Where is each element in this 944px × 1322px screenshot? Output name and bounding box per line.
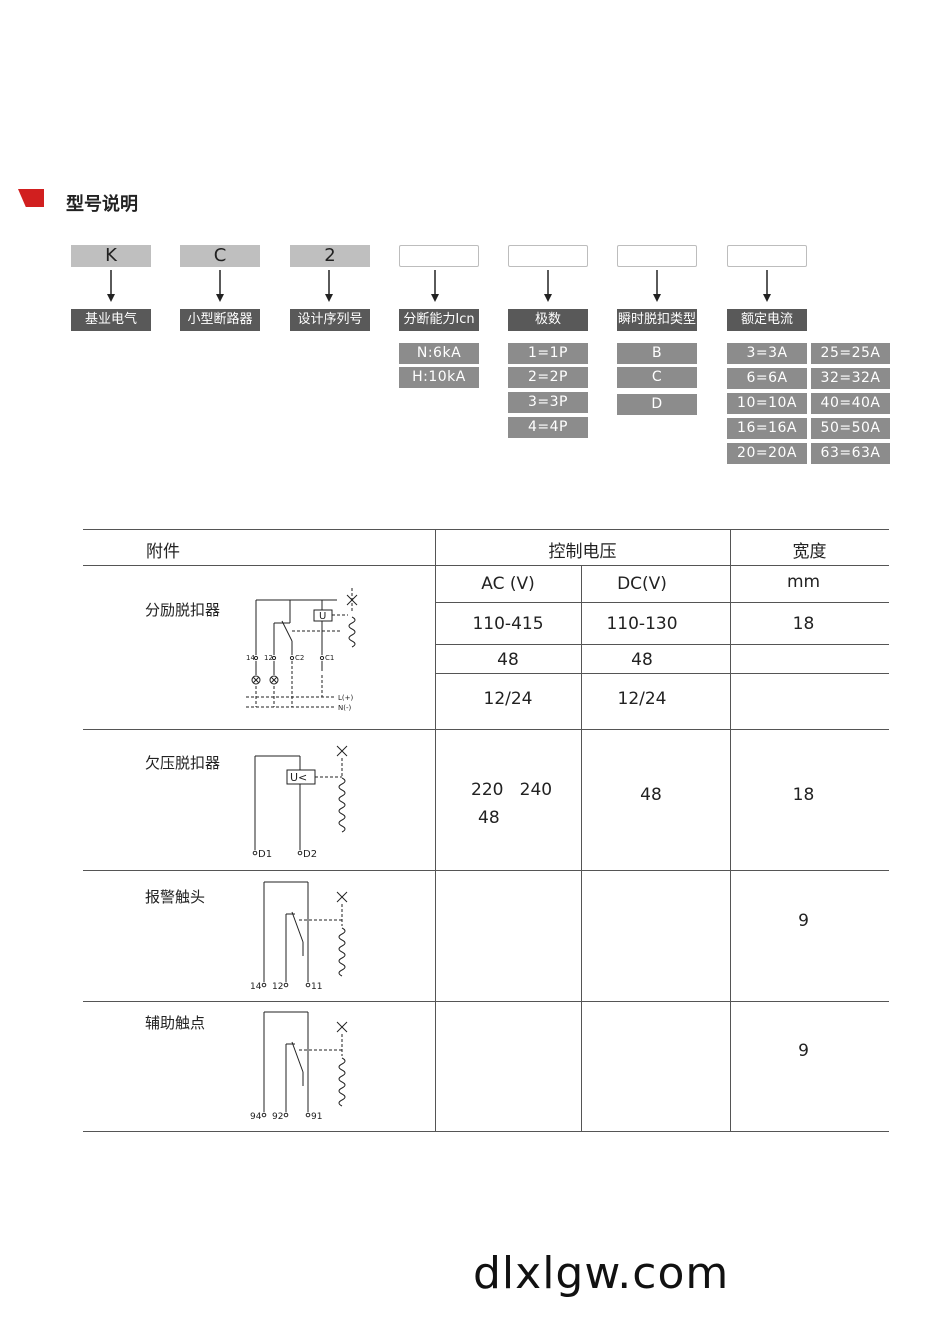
auxiliary-contact-wiring-diagram: 94 92 91	[250, 1011, 348, 1122]
terminal-label: 12	[272, 982, 283, 992]
section-marker	[18, 189, 44, 207]
arrow-down-icon	[107, 270, 115, 302]
subheader-ac: AC (V)	[481, 574, 535, 594]
option-breaking-capacity: N:6kA	[399, 343, 479, 364]
label-rated-current: 额定电流	[727, 309, 807, 331]
header-control-voltage: 控制电压	[548, 542, 617, 562]
cell-dc: 110-130	[606, 614, 678, 634]
arrow-down-icon	[431, 270, 439, 302]
option-rated-current: 63=63A	[811, 443, 890, 464]
option-rated-current: 50=50A	[811, 418, 890, 439]
option-poles: 2=2P	[508, 367, 588, 388]
arrow-down-icon	[653, 270, 661, 302]
cell-dc: 12/24	[617, 689, 667, 709]
cell-dc: 48	[640, 785, 662, 805]
terminal-label: 14	[246, 654, 255, 662]
terminal-label: 11	[311, 982, 322, 992]
arrow-down-icon	[325, 270, 333, 302]
option-trip-type: B	[617, 343, 697, 364]
subheader-dc: DC(V)	[617, 574, 667, 594]
cell-ac: 12/24	[483, 689, 533, 709]
option-rated-current: 3=3A	[727, 343, 807, 364]
terminal-label: C2	[295, 654, 304, 662]
option-rated-current: 6=6A	[727, 368, 807, 389]
option-poles: 3=3P	[508, 392, 588, 413]
coil-label: U	[319, 611, 326, 622]
section-title: 型号说明	[66, 194, 138, 215]
option-rated-current: 25=25A	[811, 343, 890, 364]
cell-ac: 110-415	[472, 614, 544, 634]
label-poles: 极数	[508, 309, 588, 331]
option-trip-type: D	[617, 394, 697, 415]
cell-dc: 48	[631, 650, 653, 670]
alarm-contact-wiring-diagram: 14 12 11	[250, 881, 348, 992]
arrow-down-icon	[544, 270, 552, 302]
watermark-text: dlxlgw.com	[473, 1248, 730, 1299]
subheader-unit: mm	[786, 572, 821, 592]
terminal-label: D1	[258, 849, 272, 860]
row-title-alarm-contact: 报警触头	[145, 888, 206, 906]
label-product-type: 小型断路器	[180, 309, 260, 331]
terminal-label: 92	[272, 1112, 283, 1122]
option-trip-type: C	[617, 367, 697, 388]
cell-width: 9	[798, 911, 809, 931]
label-breaking-capacity: 分断能力Icn	[399, 309, 479, 331]
terminal-label: 91	[311, 1112, 322, 1122]
cell-width: 9	[798, 1041, 809, 1061]
terminal-label: L(+)	[338, 694, 353, 702]
label-trip-type: 瞬时脱扣类型	[617, 309, 697, 331]
header-accessory: 附件	[146, 542, 180, 562]
cell-ac: 220 240	[471, 780, 553, 800]
option-rated-current: 20=20A	[727, 443, 807, 464]
coil-label: U<	[290, 771, 307, 784]
terminal-label: C1	[325, 654, 334, 662]
shunt-release-wiring-diagram: 14 12 C2 C1 L(+) N(-) U	[246, 588, 358, 712]
cell-width: 18	[792, 785, 815, 805]
arrow-down-icon	[216, 270, 224, 302]
undervoltage-release-wiring-diagram: D1 D2 U<	[252, 745, 348, 860]
terminal-label: 14	[250, 982, 262, 992]
terminal-label: 94	[250, 1112, 262, 1122]
arrow-down-icon	[763, 270, 771, 302]
code-box-5	[508, 245, 588, 267]
option-rated-current: 16=16A	[727, 418, 807, 439]
option-rated-current: 32=32A	[811, 368, 890, 389]
code-box-4	[399, 245, 479, 267]
label-series: 设计序列号	[290, 309, 370, 331]
option-breaking-capacity: H:10kA	[399, 367, 479, 388]
code-box-7	[727, 245, 807, 267]
row-title-undervoltage-release: 欠压脱扣器	[145, 754, 221, 772]
code-box-3: 2	[290, 245, 370, 267]
cell-width: 18	[792, 614, 815, 634]
code-box-6	[617, 245, 697, 267]
row-title-auxiliary-contact: 辅助触点	[145, 1014, 206, 1032]
terminal-label: N(-)	[338, 704, 351, 712]
option-poles: 4=4P	[508, 417, 588, 438]
cell-ac: 48	[478, 808, 500, 828]
code-box-2: C	[180, 245, 260, 267]
row-title-shunt-release: 分励脱扣器	[145, 601, 221, 619]
terminal-label: D2	[303, 849, 317, 860]
option-poles: 1=1P	[508, 343, 588, 364]
label-manufacturer: 基业电气	[71, 309, 151, 331]
terminal-label: 12	[264, 654, 273, 662]
header-width: 宽度	[792, 542, 827, 562]
cell-ac: 48	[497, 650, 519, 670]
option-rated-current: 40=40A	[811, 393, 890, 414]
code-box-1: K	[71, 245, 151, 267]
option-rated-current: 10=10A	[727, 393, 807, 414]
